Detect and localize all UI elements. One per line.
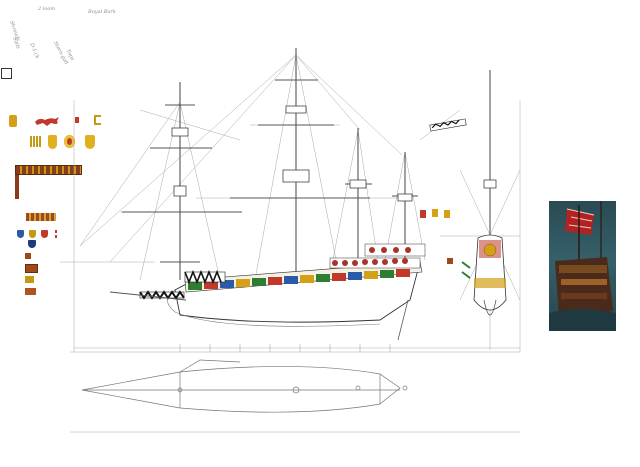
portcullis-icon <box>30 136 41 147</box>
reference-painting <box>549 201 616 331</box>
note: Royal Bark <box>88 9 116 15</box>
heraldic-shield-icon <box>29 230 36 238</box>
decorated-frieze-small <box>26 213 56 221</box>
badge-icon <box>25 264 38 273</box>
heraldic-shield-icon <box>28 240 36 248</box>
badge-icon <box>25 276 34 283</box>
heraldic-shield-icon <box>85 135 95 149</box>
tudor-rose-icon <box>64 135 75 148</box>
decorated-frieze <box>15 165 82 175</box>
badge-icon <box>25 253 31 259</box>
decorated-post <box>15 175 19 199</box>
heraldic-shield-icon <box>48 135 57 149</box>
heraldic-shield-icon <box>41 230 48 238</box>
crown-icon <box>9 115 17 127</box>
letter-r-icon <box>94 115 101 125</box>
heraldic-lion-icon <box>35 117 59 126</box>
pencil-box-mark <box>1 68 12 79</box>
cross-icon <box>52 230 59 238</box>
heraldic-shield-icon <box>17 230 24 238</box>
note: 2 loom <box>38 6 56 12</box>
badge-icon <box>25 288 36 295</box>
letter-e-icon <box>75 117 79 123</box>
